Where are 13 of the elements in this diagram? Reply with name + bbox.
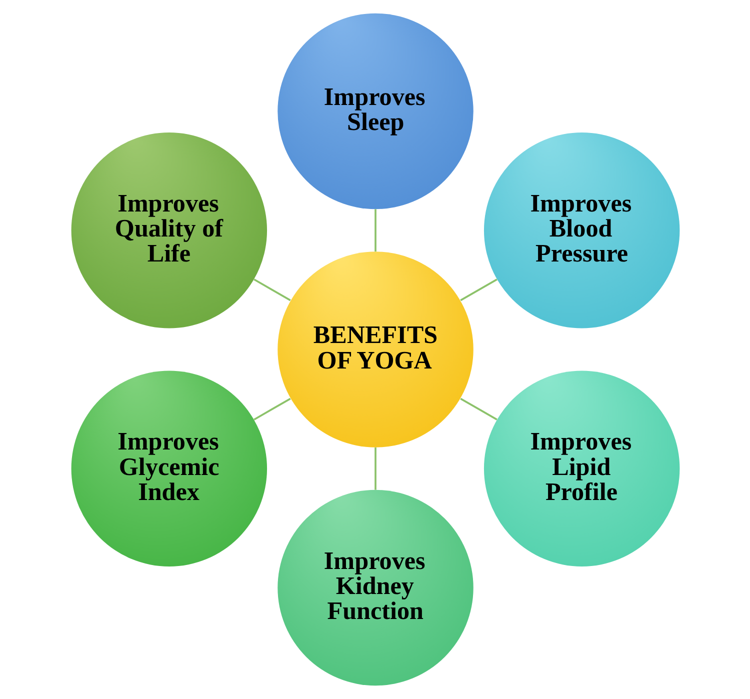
connector [253,398,290,420]
node-circle: Improves Quality of Life [70,132,267,328]
node-circle: BENEFITS OF YOGA [277,252,473,448]
node-circle: Improves Lipid Profile [483,370,680,566]
connector [374,447,376,490]
connector [374,209,376,252]
node-circle: Improves Kidney Function [277,490,473,686]
connector [460,398,497,420]
connector [253,278,290,302]
node-circle: Improves Sleep [277,13,473,210]
node-circle: Improves Glycemic Index [70,370,267,566]
node-circle: Improves Blood Pressure [483,132,680,328]
connector [460,278,497,302]
